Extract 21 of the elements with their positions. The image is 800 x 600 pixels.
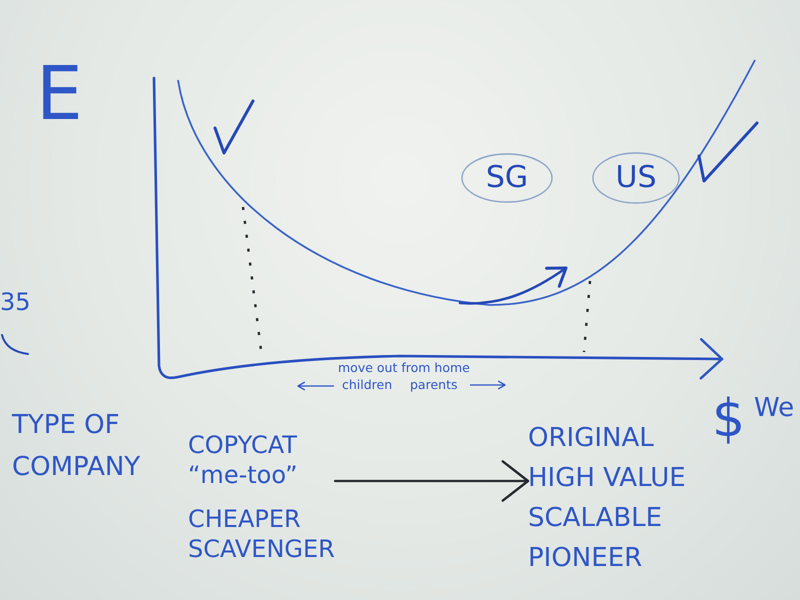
annotation: children	[342, 378, 392, 392]
list-item: CHEAPER	[188, 504, 302, 534]
axis-label: E	[36, 52, 83, 138]
ellipse-node	[461, 153, 553, 203]
list-item: COPYCAT	[188, 430, 298, 460]
list-item: “me-too”	[188, 460, 299, 490]
margin-text: We	[754, 394, 794, 424]
list-item: PIONEER	[528, 542, 644, 575]
row-heading: TYPE OF COMPANY	[12, 409, 142, 484]
currency-symbol: $	[712, 390, 746, 450]
ellipse-node	[592, 152, 680, 204]
arrow	[334, 460, 530, 502]
annotation: move out from home	[338, 361, 470, 376]
margin-text: 35	[0, 289, 31, 317]
list-item: SCALABLE	[528, 502, 664, 535]
list-item: SCAVENGER	[188, 534, 335, 564]
node-label: US	[615, 163, 656, 193]
list-item: ORIGINAL	[528, 422, 655, 455]
list-item: HIGH VALUE	[528, 462, 686, 495]
annotation: parents	[410, 378, 458, 392]
node-label: SG	[486, 163, 528, 193]
